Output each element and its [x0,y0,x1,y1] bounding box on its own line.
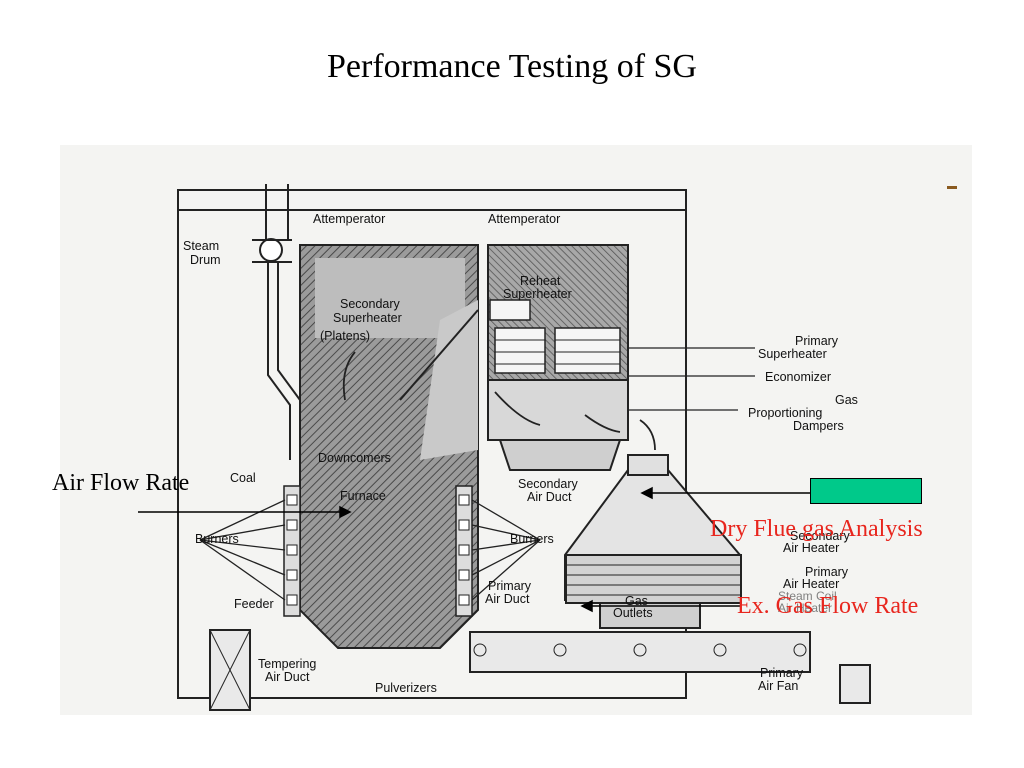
label-gas: Gas [835,393,858,407]
label-secondary-air: Secondary [518,477,579,491]
slide-title: Performance Testing of SG [327,48,697,85]
green-marker-box [810,478,922,504]
annotation-air-flow-rate: Air Flow Rate [52,470,190,496]
label-attemperator-right: Attemperator [488,212,560,226]
label-secondary-ah: Secondary [790,529,851,543]
label-superheater: Superheater [333,311,402,325]
label-primary-air-duct: Air Duct [485,592,530,606]
label-primary-duct: Primary [488,579,532,593]
label-gas-out: Gas [625,594,648,608]
label-drum: Drum [190,253,221,267]
label-steam: Steam [183,239,219,253]
boiler-frame [177,189,687,699]
label-proportioning: Proportioning [748,406,822,420]
label-reheat-superheater: Superheater [503,287,572,301]
stray-mark [947,186,957,189]
label-feeder: Feeder [234,597,274,611]
label-secondary: Secondary [340,297,401,311]
label-steam-coil-ah: Air Heater [778,601,832,615]
label-downcomers: Downcomers [318,451,391,465]
label-furnace: Furnace [340,489,386,503]
label-primary-fan: Primary [760,666,804,680]
label-primary: Primary [795,334,839,348]
label-burners-right: Burners [510,532,554,546]
label-burners-left: Burners [195,532,239,546]
label-tempering: Tempering [258,657,316,671]
annotation-ex-gas-flow-rate: Ex. Gas Flow Rate [737,593,919,619]
label-attemperator-left: Attemperator [313,212,385,226]
label-dampers: Dampers [793,419,844,433]
annotation-dry-flue-gas-analysis: Dry Flue gas Analysis [710,516,923,542]
label-pulverizers: Pulverizers [375,681,437,695]
label-air-heater: Air Heater [783,541,839,555]
steam-drum-shape [259,238,283,262]
label-primary-superheater: Superheater [758,347,827,361]
label-tempering-duct: Air Duct [265,670,310,684]
label-economizer: Economizer [765,370,831,384]
label-reheat: Reheat [520,274,561,288]
label-air-duct: Air Duct [527,490,572,504]
label-coal: Coal [230,471,256,485]
label-steam-coil: Steam Coil [778,589,837,603]
label-platens: (Platens) [320,329,370,343]
label-primary-air-heater: Air Heater [783,577,839,591]
label-outlets: Outlets [613,606,653,620]
label-air-fan: Air Fan [758,679,798,693]
label-primary-ah: Primary [805,565,849,579]
